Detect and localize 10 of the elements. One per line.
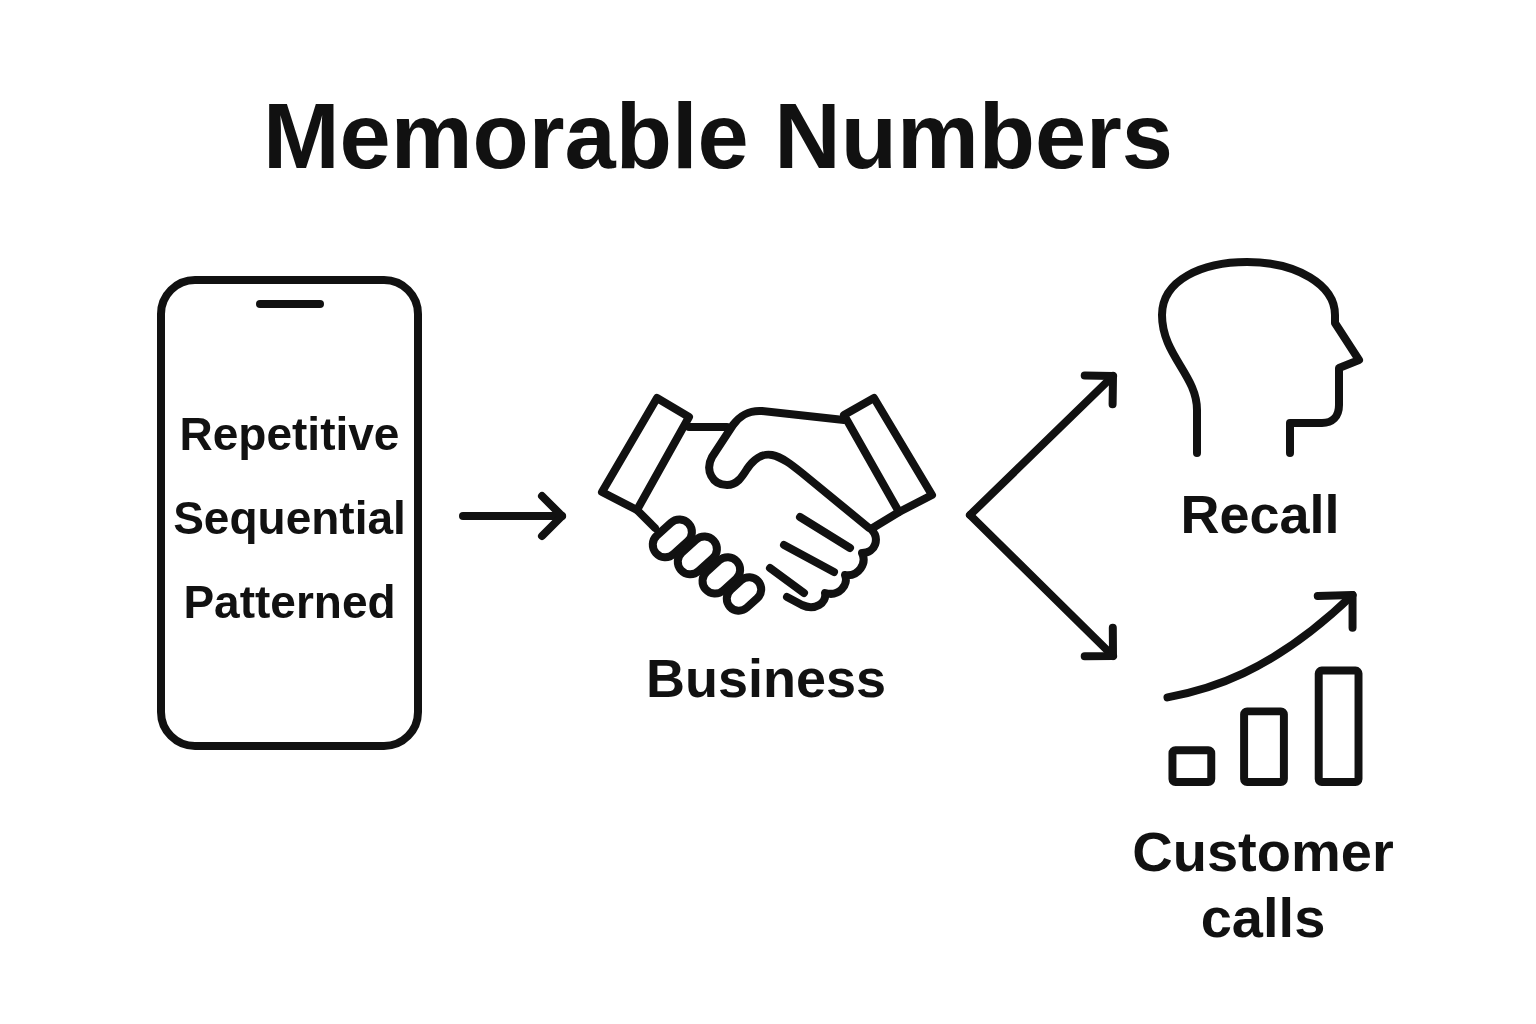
phone-list-item: Patterned <box>183 577 396 627</box>
arrow <box>966 511 1117 661</box>
phone-frame <box>157 276 422 750</box>
phone-list-item: Repetitive <box>179 409 400 459</box>
arrow <box>459 492 566 540</box>
phone-list-item: Sequential <box>173 493 406 543</box>
node-label: Recall <box>1180 484 1340 544</box>
diagram-title: Memorable Numbers <box>262 90 1174 182</box>
node-label: Customer calls <box>1131 819 1395 951</box>
node-label: Business <box>645 648 887 708</box>
